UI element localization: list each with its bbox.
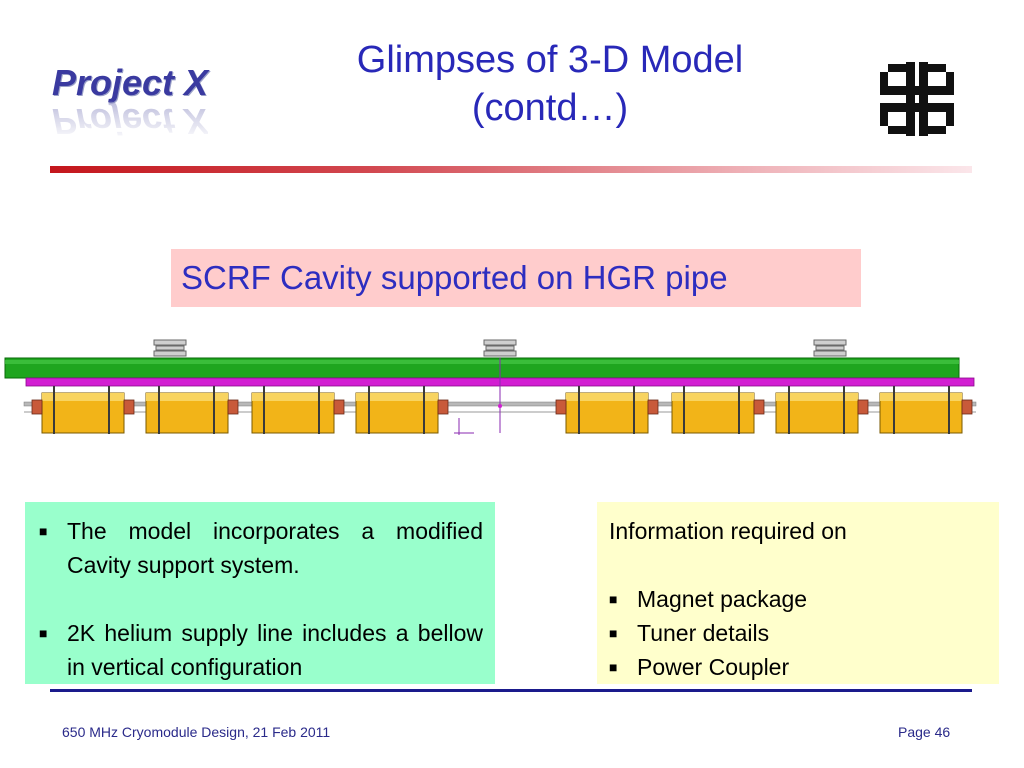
logo-text: Project X [52,62,209,103]
page-number: Page 46 [898,724,951,740]
fermilab-logo-icon [880,62,954,136]
bullet-item: ■ Magnet package [609,582,987,616]
cavity-string [41,392,963,434]
section-heading-box: SCRF Cavity supported on HGR pipe [171,249,861,307]
section-heading: SCRF Cavity supported on HGR pipe [181,259,728,296]
left-bullet-box: ■ The model incorporates a modified Cavi… [25,502,495,684]
bullet-text: 2K helium supply line includes a bellow … [67,620,483,680]
footer-text: 650 MHz Cryomodule Design, 21 Feb 2011 [62,724,331,740]
cryomodule-3d-model-image [4,339,977,435]
footer-divider [50,689,972,692]
bullet-text: Tuner details [637,620,770,646]
project-x-logo: Project X Project X [52,58,242,142]
title-line-1: Glimpses of 3-D Model [356,39,744,81]
header-divider [50,166,972,173]
logo-reflection: Project X [52,101,209,142]
bullet-item: ■ 2K helium supply line includes a bello… [39,616,483,684]
bullet-item: ■ Power Coupler [609,650,987,684]
bullet-text: Power Coupler [637,654,790,680]
square-bullet-icon: ■ [39,523,48,539]
slide-title: Glimpses of 3-D Model (contd…) [280,36,820,132]
square-bullet-icon: ■ [39,625,48,641]
square-bullet-icon: ■ [609,625,618,641]
bullet-text: Magnet package [637,586,808,612]
info-required-label: Information required on [609,518,847,544]
square-bullet-icon: ■ [609,591,618,607]
title-line-2: (contd…) [471,87,629,129]
right-bullet-box: Information required on ■ Magnet package… [597,502,999,684]
bullet-item: ■ The model incorporates a modified Cavi… [39,514,483,582]
square-bullet-icon: ■ [609,659,618,675]
bullet-item: ■ Tuner details [609,616,987,650]
bullet-text: The model incorporates a modified Cavity… [67,518,483,578]
bellows-assembly [153,339,847,357]
